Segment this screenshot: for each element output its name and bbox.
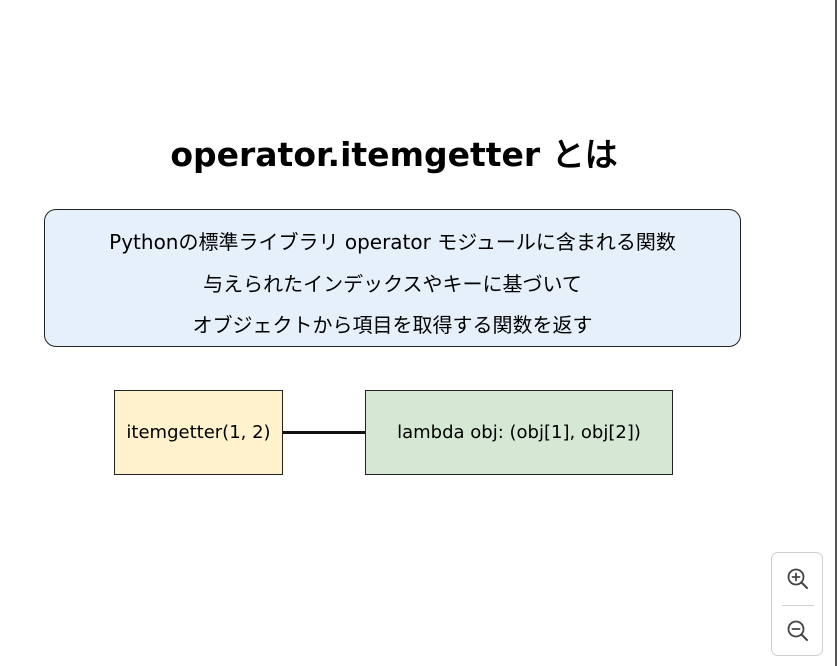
- itemgetter-node: itemgetter(1, 2): [114, 390, 283, 475]
- zoom-controls: [771, 552, 823, 656]
- description-line-3: オブジェクトから項目を取得する関数を返す: [192, 313, 593, 337]
- description-box: Pythonの標準ライブラリ operator モジュールに含まれる関数 与えら…: [44, 209, 741, 347]
- connector-line: [283, 431, 365, 434]
- lambda-node-label: lambda obj: (obj[1], obj[2]): [397, 422, 641, 443]
- itemgetter-node-label: itemgetter(1, 2): [126, 422, 271, 443]
- window-edge: [835, 0, 837, 666]
- description-line-2: 与えられたインデックスやキーに基づいて: [203, 272, 582, 296]
- zoom-out-button[interactable]: [772, 605, 824, 657]
- diagram-title: operator.itemgetter とは: [170, 135, 618, 174]
- zoom-in-button[interactable]: [772, 553, 824, 605]
- zoom-in-icon: [787, 568, 808, 589]
- zoom-divider: [782, 605, 814, 606]
- lambda-node: lambda obj: (obj[1], obj[2]): [365, 390, 673, 475]
- description-line-1: Pythonの標準ライブラリ operator モジュールに含まれる関数: [109, 230, 676, 254]
- zoom-out-icon: [787, 620, 808, 641]
